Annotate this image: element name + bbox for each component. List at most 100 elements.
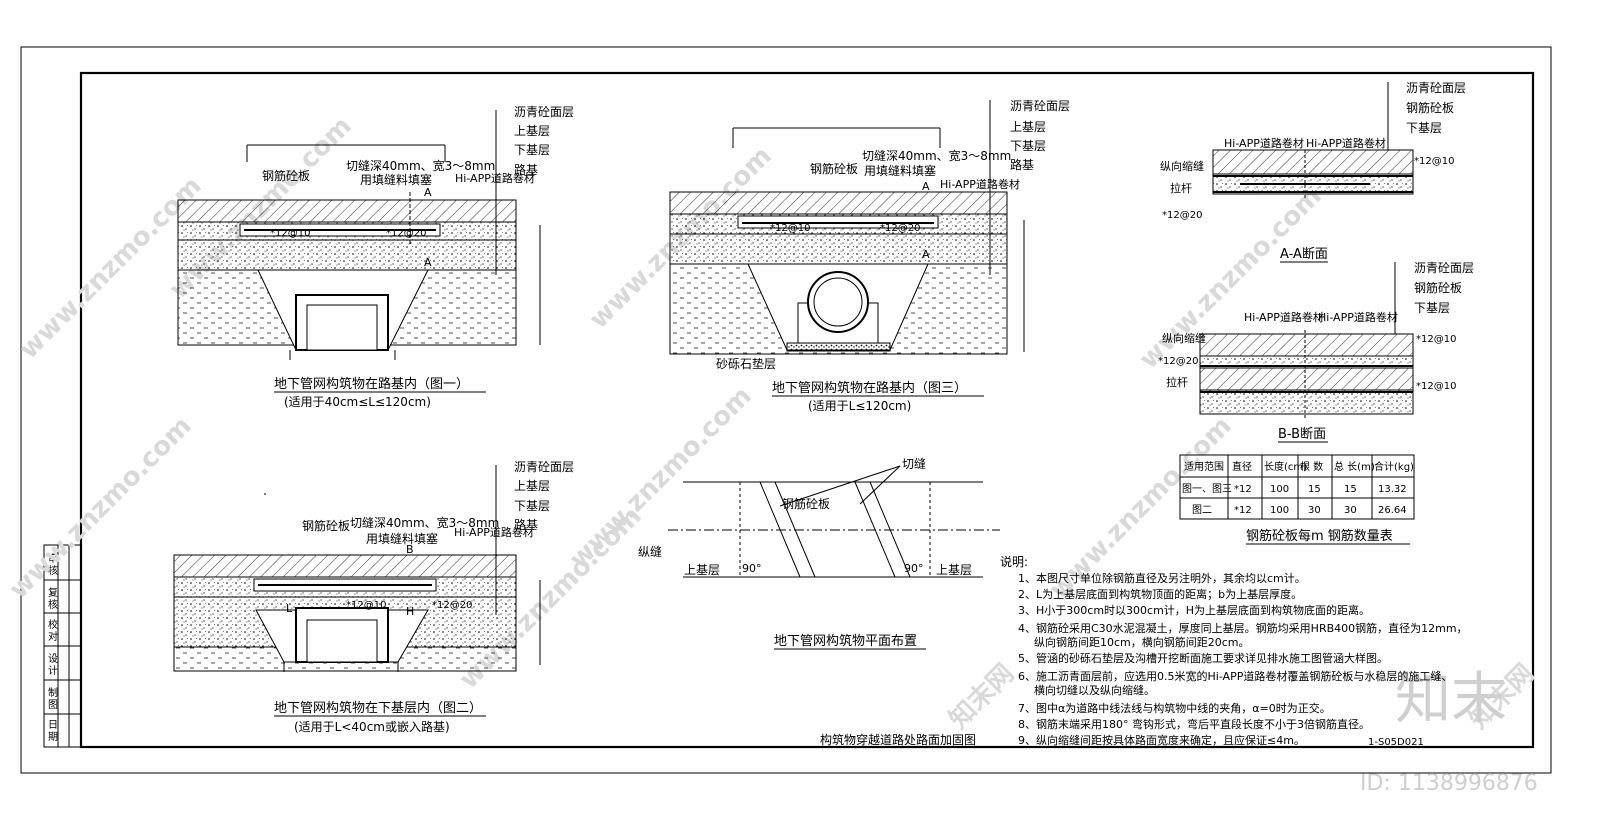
fig2-label-slab: 钢筋砼板 bbox=[302, 518, 350, 533]
aa-title: A-A断面 bbox=[1280, 247, 1328, 262]
note-5: 5、管涵的砂砾石垫层及沟槽开挖断面施工要求详见排水施工图管涵大样图。 bbox=[1018, 651, 1388, 665]
fig1-label-lower-base: 下基层 bbox=[514, 143, 550, 157]
table-header-3: 根 数 bbox=[1300, 460, 1323, 473]
note-8: 8、钢筋末端采用180° 弯钩形式，弯后平直段长度不小于3倍钢筋直径。 bbox=[1018, 717, 1370, 731]
table-header-5: 合计(kg) bbox=[1374, 460, 1414, 473]
fig2-section: 沥青砼面层 上基层 下基层 路基 钢筋砼板 切缝深40mm、宽3～8mm 用填缝… bbox=[173, 460, 574, 734]
plan-label-cut: 切缝 bbox=[902, 456, 926, 471]
plan-label-upper-base-right: 上基层 bbox=[936, 563, 972, 577]
fig1-subtitle: (适用于40cm≤L≤120cm) bbox=[284, 395, 431, 409]
watermark-site-5: www.znzmo.com bbox=[4, 411, 198, 605]
tb-cell-5: 校 bbox=[48, 618, 58, 631]
fig3-bar-2: *12@20 bbox=[880, 223, 920, 234]
notes-block: 说明: 1、本图尺寸单位除钢筋直径及另注明外，其余均以cm计。 2、L为上基层底… bbox=[1000, 554, 1468, 747]
section-bb: 沥青砼面层 钢筋砼板 下基层 Hi-APP道路卷材 Hi-APP道路卷材 纵向缩… bbox=[1158, 261, 1474, 443]
plan-label-slab: 钢筋砼板 bbox=[782, 496, 830, 511]
fig2-bar-1: *12@10 bbox=[346, 600, 386, 611]
table-cell-r0-c1: *12 bbox=[1234, 484, 1252, 495]
fig2-mark-l: L bbox=[286, 602, 293, 615]
fig3-mark-a-top: A bbox=[922, 180, 930, 193]
fig2-subtitle: (适用于L<40cm或嵌入路基) bbox=[294, 719, 450, 734]
tb-cell-8: 计 bbox=[48, 664, 58, 677]
tb-cell-1: 审 bbox=[48, 552, 58, 565]
aa-label-membrane-1: Hi-APP道路卷材 bbox=[1224, 136, 1304, 150]
drawing-title: 构筑物穿越道路处路面加固图 bbox=[820, 732, 976, 747]
fig1-mark-a-bottom: A bbox=[424, 256, 432, 269]
fig2-label-subgrade: 路基 bbox=[514, 517, 538, 532]
bb-title: B-B断面 bbox=[1278, 427, 1326, 442]
table-cell-r0-c5: 13.32 bbox=[1378, 484, 1407, 495]
fig2-label-asphalt: 沥青砼面层 bbox=[514, 460, 574, 474]
title-block: 审 核 复 核 校 对 设 计 制 图 日 期 bbox=[43, 544, 82, 748]
table-cell-r1-c4: 30 bbox=[1344, 505, 1357, 516]
fig3-mark-a-bottom: A bbox=[922, 248, 930, 261]
fig2-label-cut: 切缝深40mm、宽3～8mm bbox=[350, 515, 499, 530]
fig2-label-lower-base: 下基层 bbox=[514, 499, 550, 513]
aa-label-membrane-2: Hi-APP道路卷材 bbox=[1306, 136, 1386, 150]
fig2-label-membrane: Hi-APP道路卷材 bbox=[454, 525, 534, 539]
fig1-label-upper-base: 上基层 bbox=[514, 124, 550, 138]
fig2-label-upper-base: 上基层 bbox=[514, 479, 550, 493]
table-header-4: 总 长(m) bbox=[1334, 460, 1375, 473]
bb-label-long-joint: 纵向缩缝 bbox=[1162, 331, 1206, 345]
tb-cell-9: 制 bbox=[48, 686, 58, 699]
tb-cell-11: 日 bbox=[48, 720, 58, 731]
fig3-label-gravel: 砂砾石垫层 bbox=[716, 356, 776, 371]
tb-cell-2: 核 bbox=[48, 564, 58, 577]
fig3-label-slab: 钢筋砼板 bbox=[810, 161, 858, 176]
drawing-code: 1-S05D021 bbox=[1368, 737, 1424, 748]
bb-label-asphalt: 沥青砼面层 bbox=[1414, 261, 1474, 275]
fig1-section: 沥青砼面层 上基层 下基层 路基 钢筋砼板 切缝深40mm、宽3～8mm 用填缝… bbox=[177, 105, 574, 409]
aa-label-asphalt: 沥青砼面层 bbox=[1406, 81, 1466, 95]
fig3-label-lower-base: 下基层 bbox=[1010, 139, 1046, 153]
note-4b: 纵向钢筋间距10cm，横向钢筋间距20cm。 bbox=[1034, 635, 1250, 649]
note-2: 2、L为上基层底面到构筑物顶面的距离；b为上基层厚度。 bbox=[1018, 587, 1302, 601]
fig1-label-membrane: Hi-APP道路卷材 bbox=[455, 171, 535, 185]
rebar-table: 适用范围 直径 长度(cm) 根 数 总 长(m) 合计(kg) 图一、图三 *… bbox=[1179, 454, 1415, 545]
note-4: 4、钢筋砼采用C30水泥混凝土，厚度同上基层。钢筋均采用HRB400钢筋，直径为… bbox=[1018, 621, 1468, 635]
aa-bar-1: *12@10 bbox=[1414, 156, 1454, 167]
fig1-label-cut: 切缝深40mm、宽3～8mm bbox=[346, 158, 495, 173]
fig2-mark-h: H bbox=[406, 605, 414, 618]
fig3-section: 沥青砼面层 上基层 下基层 路基 钢筋砼板 切缝深40mm、宽3～8mm 用填缝… bbox=[669, 99, 1070, 413]
plan-angle-right: 90° bbox=[904, 562, 924, 575]
bb-bar-2: *12@20 bbox=[1158, 356, 1198, 367]
note-3: 3、H小于300cm时以300cm计，H为上基层底面到构筑物底面的距离。 bbox=[1018, 603, 1370, 617]
fig1-label-fill: 用填缝料填塞 bbox=[360, 172, 432, 187]
aa-bar-2: *12@20 bbox=[1162, 210, 1202, 221]
fig1-label-slab: 钢筋砼板 bbox=[262, 168, 310, 183]
fig1-mark-a-top: A bbox=[424, 186, 432, 199]
fig3-title: 地下管网构筑物在路基内（图三） bbox=[772, 380, 967, 396]
table-cell-r0-c0: 图一、图三 bbox=[1182, 483, 1232, 495]
table-cell-r1-c1: *12 bbox=[1234, 505, 1252, 516]
bb-label-tie-bar: 拉杆 bbox=[1166, 375, 1188, 389]
section-aa: 沥青砼面层 钢筋砼板 下基层 Hi-APP道路卷材 Hi-APP道路卷材 纵向缩… bbox=[1160, 81, 1466, 263]
table-cell-r1-c2: 100 bbox=[1270, 505, 1289, 516]
plan-section: 切缝 钢筋砼板 纵缝 上基层 上基层 90° 90° 地下管网构筑物平面布置 bbox=[638, 456, 1000, 650]
table-cell-r1-c0: 图二 bbox=[1192, 504, 1212, 516]
plan-title: 地下管网构筑物平面布置 bbox=[774, 633, 917, 649]
bb-label-slab: 钢筋砼板 bbox=[1414, 280, 1462, 295]
tb-cell-3: 复 bbox=[48, 586, 58, 599]
table-header-0: 适用范围 bbox=[1184, 460, 1224, 473]
fig3-label-cut: 切缝深40mm、宽3～8mm bbox=[862, 148, 1011, 163]
tb-cell-12: 期 bbox=[48, 731, 58, 743]
fig2-mark-b-top: B bbox=[406, 543, 414, 556]
note-9: 9、纵向缩缝间距按具体路面宽度来确定，且应保证≤4m。 bbox=[1018, 733, 1305, 747]
watermark-logo: 知末 bbox=[1395, 667, 1507, 732]
table-header-2: 长度(cm) bbox=[1264, 460, 1307, 473]
bb-bar-1-bottom: *12@10 bbox=[1416, 381, 1456, 392]
note-7: 7、图中α为道路中线法线与构筑物中线的夹角，α=0时为正交。 bbox=[1018, 701, 1331, 715]
fig3-label-upper-base: 上基层 bbox=[1010, 120, 1046, 134]
fig3-label-membrane: Hi-APP道路卷材 bbox=[940, 177, 1020, 191]
fig3-label-subgrade: 路基 bbox=[1010, 157, 1034, 172]
fig1-bar-2: *12@20 bbox=[386, 228, 426, 239]
notes-heading: 说明: bbox=[1000, 554, 1028, 569]
tb-cell-10: 图 bbox=[48, 699, 58, 711]
bb-label-lower-base: 下基层 bbox=[1414, 301, 1450, 315]
tb-cell-7: 设 bbox=[48, 653, 58, 665]
bb-bar-1-top: *12@10 bbox=[1416, 334, 1456, 345]
table-cell-r0-c4: 15 bbox=[1344, 484, 1357, 495]
fig2-label-fill: 用填缝料填塞 bbox=[366, 531, 438, 546]
fig1-label-asphalt: 沥青砼面层 bbox=[514, 105, 574, 119]
